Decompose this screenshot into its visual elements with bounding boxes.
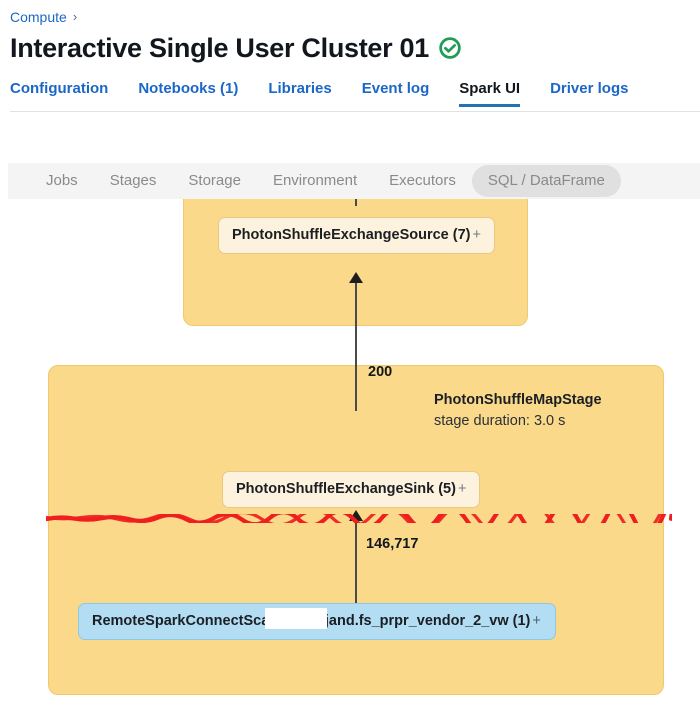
sql-plan-graph[interactable]: PhotonShuffleMapStage stage duration: 3.… (0, 199, 700, 714)
edge-label-rows-146717: 146,717 (366, 536, 419, 552)
arrowhead-icon-lower (349, 510, 363, 521)
plan-node-label: PhotonShuffleExchangeSink (5) (236, 481, 456, 497)
edge-label-rows-200: 200 (368, 364, 393, 380)
edge-scan-to-sink (355, 519, 357, 605)
tab-spark-ui[interactable]: Spark UI (459, 80, 520, 107)
expand-plus-icon[interactable]: + (472, 227, 481, 243)
stage-duration-label: stage duration: 3.0 s (434, 413, 566, 429)
breadcrumb-chevron-icon: › (72, 9, 78, 24)
subtab-storage[interactable]: Storage (188, 172, 241, 189)
tab-configuration[interactable]: Configuration (10, 80, 109, 97)
stage-name-label: PhotonShuffleMapStage (434, 392, 602, 408)
breadcrumb-link-compute[interactable]: Compute (10, 9, 67, 25)
subtab-stages[interactable]: Stages (109, 172, 157, 189)
red-annotation-scribble (46, 514, 672, 523)
plan-node-label: PhotonShuffleExchangeSource (7) (232, 227, 471, 243)
subtab-sql-dataframe[interactable]: SQL / DataFrame (471, 165, 621, 197)
redaction-box (265, 608, 327, 629)
tab-notebooks[interactable]: Notebooks (1) (138, 80, 239, 97)
edge-sink-to-source (355, 281, 357, 411)
edge-into-source (355, 199, 357, 206)
breadcrumb: Compute › (10, 8, 77, 26)
tabs-divider (10, 111, 700, 112)
tab-event-log[interactable]: Event log (361, 80, 430, 97)
page-title-row: Interactive Single User Cluster 01 (10, 32, 461, 64)
plan-node-photon-shuffle-exchange-source[interactable]: PhotonShuffleExchangeSource (7)+ (218, 217, 495, 254)
expand-plus-icon[interactable]: + (457, 481, 467, 497)
tab-libraries[interactable]: Libraries (268, 80, 332, 97)
cluster-tabs: Configuration Notebooks (1) Libraries Ev… (10, 80, 700, 112)
subtab-environment[interactable]: Environment (272, 172, 358, 189)
page-title: Interactive Single User Cluster 01 (10, 33, 429, 63)
plan-node-photon-shuffle-exchange-sink[interactable]: PhotonShuffleExchangeSink (5)+ (222, 471, 481, 508)
spark-ui-subtab-bar: Jobs Stages Storage Environment Executor… (8, 163, 700, 200)
subtab-executors[interactable]: Executors (389, 172, 456, 189)
plan-node-label-suffix: nd.fs_prpr_vendor_2_vw (1) (336, 613, 531, 629)
check-circle-icon (439, 37, 461, 59)
arrowhead-icon-upper (349, 272, 363, 283)
expand-plus-icon[interactable]: + (532, 613, 541, 629)
tab-driver-logs[interactable]: Driver logs (550, 80, 629, 97)
subtab-jobs[interactable]: Jobs (46, 172, 78, 189)
red-scribble-path (46, 514, 672, 523)
